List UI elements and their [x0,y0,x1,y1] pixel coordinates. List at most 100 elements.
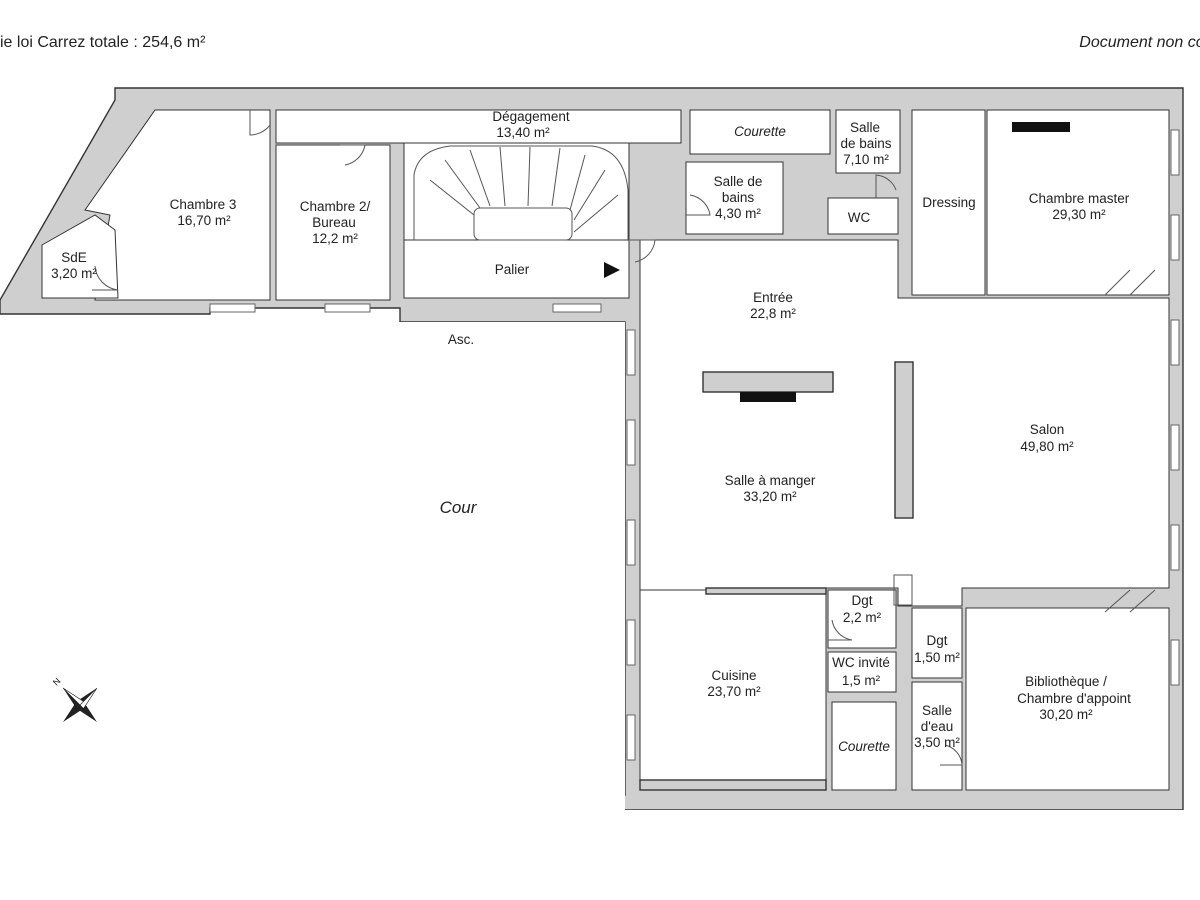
label-salle-eau-2: d'eau [921,719,954,734]
area-sde: 3,20 m² [51,266,97,281]
window-east-5 [626,714,636,761]
window-east-4 [626,619,636,666]
area-salle-eau: 3,50 m² [914,735,960,750]
area-entree: 22,8 m² [750,306,796,321]
window-west-4 [1170,424,1180,471]
fireplace-dining-icon [740,392,796,402]
room-courette-top [689,109,831,155]
room-chambre-2 [275,144,391,301]
label-bibliotheque-1: Bibliothèque / [1025,674,1107,689]
room-dgt-1 [827,589,897,649]
label-degagement: Dégagement [492,109,570,124]
label-chambre-2-1: Chambre 2/ [300,199,371,214]
room-chambre-master [986,109,1170,296]
stair-treads [429,146,619,233]
label-bibliotheque-2: Chambre d'appoint [1017,691,1131,706]
compass-icon: N [51,676,98,722]
pillar [893,574,913,606]
wall-cuisine-counter [639,779,827,791]
room-sdb-mid [685,161,784,235]
door-bibliotheque [1104,589,1156,613]
room-cuisine [639,589,827,781]
room-wc [827,197,899,235]
window-west-5 [1170,524,1180,571]
room-wc-invite [827,651,897,693]
fireplace-master-icon [1012,122,1070,132]
area-degagement: 13,40 m² [496,125,550,140]
area-chambre-2: 12,2 m² [312,231,358,246]
area-salon: 49,80 m² [1020,439,1074,454]
room-salle-eau [911,681,963,791]
window-west-2 [1170,214,1180,261]
area-bibliotheque: 30,20 m² [1039,707,1093,722]
label-salle-manger: Salle à manger [725,473,816,488]
label-palier: Palier [495,262,530,277]
wall-salon-partition [894,361,914,519]
door-dgt-1 [828,619,853,641]
door-chambre-2 [340,144,366,166]
room-palier [403,239,630,299]
window-east-2 [626,419,636,466]
compass-north-label: N [51,676,63,688]
door-chambre-3 [249,110,271,136]
details [92,110,1180,791]
window-north-1 [209,303,256,313]
label-chambre-3: Chambre 3 [170,197,237,212]
label-sde: SdE [61,250,87,265]
area-dgt-1: 2,2 m² [843,610,882,625]
door-master [1104,269,1156,296]
area-cour [0,322,625,900]
window-west-6 [1170,639,1180,686]
area-wc-invite: 1,5 m² [842,673,881,688]
label-sdb-top-2: de bains [840,136,891,151]
door-sde [92,265,119,291]
label-courette-top: Courette [734,124,786,139]
label-chambre-master: Chambre master [1029,191,1130,206]
label-cuisine: Cuisine [711,668,756,683]
label-sdb-mid-2: bains [722,190,755,205]
stair-direction-icon [604,262,620,278]
area-salle-manger: 33,20 m² [743,489,797,504]
labels: Dégagement 13,40 m² Courette Salle de ba… [51,109,1131,754]
area-sdb-top: 7,10 m² [843,152,889,167]
label-wc: WC [848,210,871,225]
label-entree: Entrée [753,290,793,305]
label-wc-invite: WC invité [832,655,890,670]
room-bibliotheque [965,607,1170,791]
wall-kitchen-edge [705,587,827,595]
area-chambre-3: 16,70 m² [177,213,231,228]
area-below [0,810,1200,900]
label-cour: Cour [440,498,478,517]
room-chambre-3 [84,109,271,301]
wall-salle-manger-partition [702,371,834,393]
label-dgt-1: Dgt [851,593,872,608]
area-chambre-master: 29,30 m² [1052,207,1106,222]
area-sdb-mid: 4,30 m² [715,206,761,221]
room-degagement [275,109,682,144]
total-surface-label: cie loi Carrez totale : 254,6 m² [0,34,206,51]
stair-landing [473,207,573,241]
door-sdb-mid [686,194,711,216]
door-salle-eau [940,744,963,766]
area-cuisine: 23,70 m² [707,684,761,699]
window-north-2 [324,303,371,313]
label-dressing: Dressing [922,195,975,210]
label-courette-bottom: Courette [838,739,890,754]
label-sdb-mid-1: Salle de [714,174,763,189]
label-sdb-top-1: Salle [850,120,880,135]
window-west-3 [1170,319,1180,366]
area-dgt-2: 1,50 m² [914,650,960,665]
door-palier [630,239,656,263]
window-north-3 [552,303,602,313]
room-sdb-top [835,109,901,174]
room-dgt-2 [911,607,963,679]
window-west-1 [1170,129,1180,176]
window-east-1 [626,329,636,376]
stair-outline [413,145,629,240]
label-dgt-2: Dgt [926,633,947,648]
label-chambre-2-2: Bureau [312,215,356,230]
room-dressing [911,109,986,296]
room-courette-bottom [831,701,897,791]
label-asc: Asc. [448,332,474,347]
